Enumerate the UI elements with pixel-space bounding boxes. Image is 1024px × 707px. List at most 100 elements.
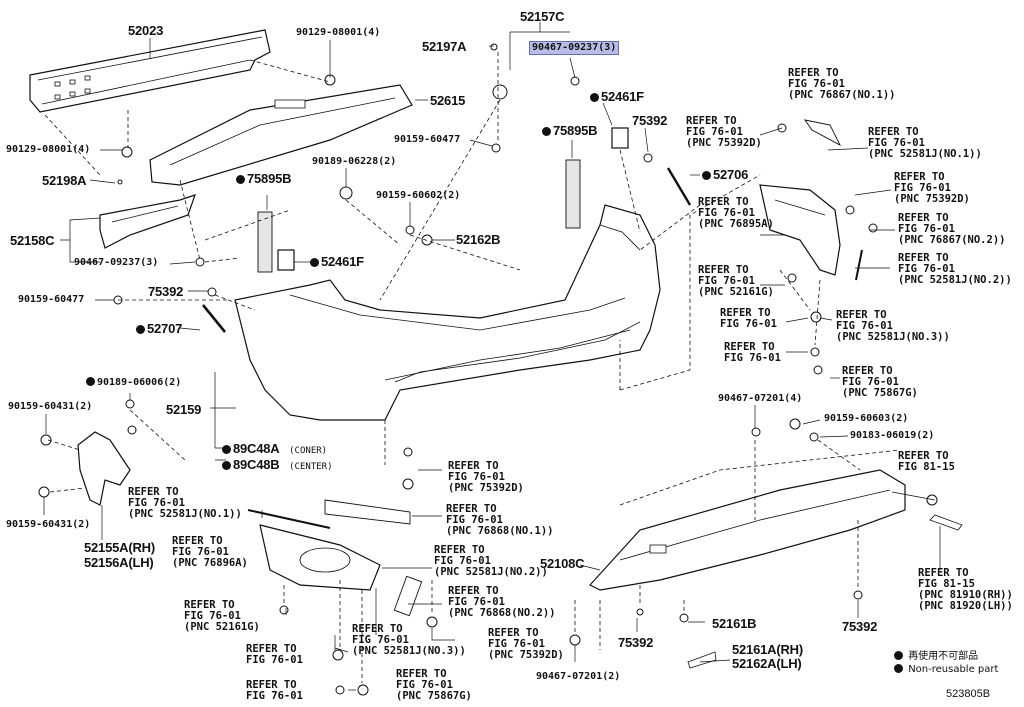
part-number: 89C48A <box>233 441 280 456</box>
non-reusable-dot <box>894 664 903 673</box>
part-label-52156a[interactable]: 52156A(LH) <box>84 555 154 570</box>
part-label-90159-60431-top[interactable]: 90159-60431(2) <box>8 401 93 412</box>
refer-76868-no1[interactable]: REFER TO FIG 76-01 (PNC 76868(NO.1)) <box>446 503 554 537</box>
part-label-75895b-left[interactable]: 75895B <box>236 171 292 186</box>
left-bracket <box>99 194 196 249</box>
part-label-52162b[interactable]: 52162B <box>456 232 501 247</box>
legend-row-en: Non-reusable part <box>894 663 998 676</box>
refer-52581j-no2-b[interactable]: REFER TO FIG 76-01 (PNC 52581J(NO.2)) <box>434 544 548 578</box>
part-number: 52707 <box>147 321 183 336</box>
part-label-52197a[interactable]: 52197A <box>422 39 467 54</box>
part-label-75895b-right[interactable]: 75895B <box>542 123 598 138</box>
part-label-52461f-left[interactable]: 52461F <box>310 255 364 268</box>
refer-75392d-b[interactable]: REFER TO FIG 76-01 (PNC 75392D) <box>894 171 970 205</box>
legend-en-text: Non-reusable part <box>908 664 999 675</box>
non-reusable-dot <box>310 258 319 267</box>
part-label-90159-60477-mid[interactable]: 90159-60477 <box>394 134 461 145</box>
non-reusable-dot <box>222 445 231 454</box>
part-number: 52461F <box>321 254 364 269</box>
refer-fig-b[interactable]: REFER TO FIG 76-01 <box>724 341 781 364</box>
part-label-89c48b[interactable]: 89C48B (CENTER) <box>222 456 333 472</box>
part-label-90467-09237-highlighted[interactable]: 90467-09237(3) <box>528 41 620 55</box>
part-label-52461f-top[interactable]: 52461F <box>590 90 644 103</box>
legend-jp-text: 再使用不可部品 <box>908 651 979 662</box>
part-label-90159-60602[interactable]: 90159-60602(2) <box>376 190 461 201</box>
refer-75867g-a[interactable]: REFER TO FIG 76-01 (PNC 75867G) <box>842 365 918 399</box>
part-label-90183-06019[interactable]: 90183-06019(2) <box>850 430 935 441</box>
refer-75867g-b[interactable]: REFER TO FIG 76-01 (PNC 75867G) <box>396 668 472 702</box>
reflector-strip <box>324 499 411 525</box>
part-label-90159-60431-bot[interactable]: 90159-60431(2) <box>6 519 91 530</box>
part-label-75392-left[interactable]: 75392 <box>148 284 184 299</box>
legend-row-jp: 再使用不可部品 <box>894 650 998 663</box>
refer-52581j-no1-b[interactable]: REFER TO FIG 76-01 (PNC 52581J(NO.1)) <box>128 486 242 520</box>
part-label-52706[interactable]: 52706 <box>702 168 748 181</box>
part-label-75392-bot-mid[interactable]: 75392 <box>618 635 654 650</box>
non-reusable-dot <box>702 171 711 180</box>
part-label-90189-06228[interactable]: 90189-06228(2) <box>312 156 397 167</box>
refer-52161g-a[interactable]: REFER TO FIG 76-01 (PNC 52161G) <box>698 264 774 298</box>
refer-52581j-no3-a[interactable]: REFER TO FIG 76-01 (PNC 52581J(NO.3)) <box>836 309 950 343</box>
part-label-52158c[interactable]: 52158C <box>10 233 55 248</box>
refer-fig81-15-a[interactable]: REFER TO FIG 81-15 <box>898 450 955 473</box>
part-label-90129-08001-top[interactable]: 90129-08001(4) <box>296 27 381 38</box>
part-number: 89C48B <box>233 457 280 472</box>
non-reusable-dot <box>542 127 551 136</box>
refer-76895a[interactable]: REFER TO FIG 76-01 (PNC 76895A) <box>698 196 774 230</box>
refer-fig-c[interactable]: REFER TO FIG 76-01 <box>246 643 303 666</box>
side-panel <box>759 184 841 276</box>
part-label-90467-09237-left[interactable]: 90467-09237(3) <box>74 257 159 268</box>
refer-52581j-no1-a[interactable]: REFER TO FIG 76-01 (PNC 52581J(NO.1)) <box>868 126 982 160</box>
part-description: (CENTER) <box>289 462 333 472</box>
part-number: 75895B <box>553 123 598 138</box>
part-label-52155a[interactable]: 52155A(RH) <box>84 540 155 555</box>
refer-fig-d[interactable]: REFER TO FIG 76-01 <box>246 679 303 702</box>
refer-fig-a[interactable]: REFER TO FIG 76-01 <box>720 307 777 330</box>
part-number: 52706 <box>713 167 749 182</box>
part-label-90189-06006[interactable]: 90189-06006(2) <box>86 377 181 388</box>
refer-52581j-no2-a[interactable]: REFER TO FIG 76-01 (PNC 52581J(NO.2)) <box>898 252 1012 286</box>
non-reusable-dot <box>136 325 145 334</box>
part-label-90467-07201-2[interactable]: 90467-07201(2) <box>536 671 621 682</box>
part-label-52023[interactable]: 52023 <box>128 23 164 38</box>
refer-76867-no1[interactable]: REFER TO FIG 76-01 (PNC 76867(NO.1)) <box>788 67 896 101</box>
refer-76896a[interactable]: REFER TO FIG 76-01 (PNC 76896A) <box>172 535 248 569</box>
part-number: 75895B <box>247 171 292 186</box>
non-reusable-dot <box>222 461 231 470</box>
non-reusable-dot <box>236 175 245 184</box>
refer-52161g-b[interactable]: REFER TO FIG 76-01 (PNC 52161G) <box>184 599 260 633</box>
part-label-52157c[interactable]: 52157C <box>520 9 565 24</box>
part-label-52159[interactable]: 52159 <box>166 402 202 417</box>
non-reusable-dot <box>86 377 95 386</box>
part-label-75392-top[interactable]: 75392 <box>632 113 668 128</box>
bumper-cover <box>234 204 661 421</box>
part-label-90467-07201-4[interactable]: 90467-07201(4) <box>718 393 803 404</box>
part-label-89c48a[interactable]: 89C48A (CONER) <box>222 440 327 456</box>
refer-75392d-a[interactable]: REFER TO FIG 76-01 (PNC 75392D) <box>686 115 762 149</box>
non-reusable-dot <box>590 93 599 102</box>
part-label-75392-bot-right[interactable]: 75392 <box>842 619 878 634</box>
part-label-52161b[interactable]: 52161B <box>712 616 757 631</box>
part-description: (CONER) <box>289 446 328 456</box>
part-label-52707[interactable]: 52707 <box>136 322 182 335</box>
refer-75392d-d[interactable]: REFER TO FIG 76-01 (PNC 75392D) <box>488 627 564 661</box>
lower-diffuser <box>589 469 906 591</box>
refer-fig81-15-b[interactable]: REFER TO FIG 81-15 (PNC 81910(RH)) (PNC … <box>918 567 1013 612</box>
part-label-52615[interactable]: 52615 <box>430 93 466 108</box>
legend: 再使用不可部品 Non-reusable part <box>894 650 998 676</box>
refer-75392d-c[interactable]: REFER TO FIG 76-01 (PNC 75392D) <box>448 460 524 494</box>
part-number: 52461F <box>601 89 644 104</box>
part-label-90159-60603[interactable]: 90159-60603(2) <box>824 413 909 424</box>
part-label-90129-08001-left[interactable]: 90129-08001(4) <box>6 144 91 155</box>
refer-52581j-no3-b[interactable]: REFER TO FIG 76-01 (PNC 52581J(NO.3)) <box>352 623 466 657</box>
part-label-52198a[interactable]: 52198A <box>42 173 87 188</box>
refer-76867-no2[interactable]: REFER TO FIG 76-01 (PNC 76867(NO.2)) <box>898 212 1006 246</box>
part-label-52161a[interactable]: 52161A(RH) <box>732 642 803 657</box>
corner-bracket <box>77 431 131 506</box>
part-label-52108c[interactable]: 52108C <box>540 556 585 571</box>
refer-76868-no2[interactable]: REFER TO FIG 76-01 (PNC 76868(NO.2)) <box>448 585 556 619</box>
part-label-52162a[interactable]: 52162A(LH) <box>732 656 802 671</box>
part-label-90159-60477-left[interactable]: 90159-60477 <box>18 294 85 305</box>
